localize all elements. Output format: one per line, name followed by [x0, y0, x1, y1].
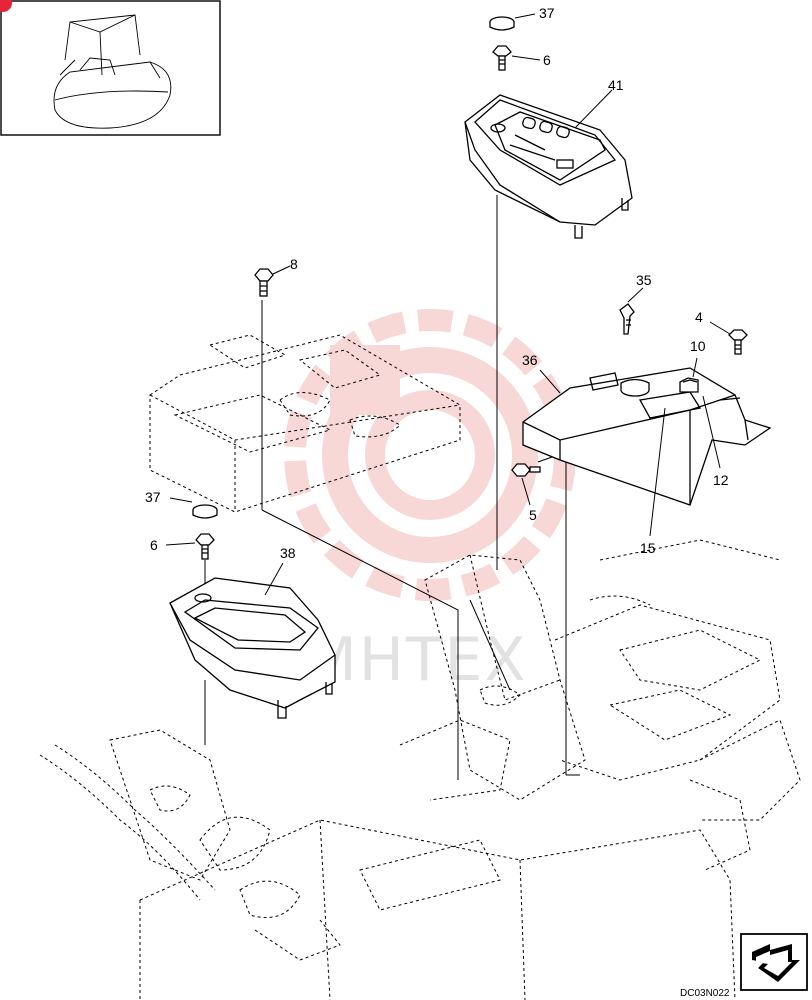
next-page-arrow-icon[interactable] — [740, 933, 808, 991]
callout-8: 8 — [290, 256, 298, 272]
part-38-lower-cover — [169, 577, 336, 719]
part-37-cap-top — [489, 16, 515, 31]
callout-37-top: 37 — [539, 5, 555, 21]
callout-6-top: 6 — [543, 52, 551, 68]
part-6-screw-left — [195, 533, 215, 560]
marker-dot — [0, 0, 12, 12]
callout-5: 5 — [529, 507, 537, 523]
callout-15: 15 — [640, 540, 656, 556]
callout-12: 12 — [713, 472, 729, 488]
part-36-side-panel — [522, 367, 772, 506]
callout-labels: 37 6 41 8 35 4 10 36 12 5 15 37 6 38 — [145, 5, 729, 561]
callout-36: 36 — [522, 352, 538, 368]
watermark-text: МНТЕХ — [305, 625, 528, 695]
part-5-screw — [511, 463, 541, 477]
assembly-lines — [204, 195, 580, 780]
callout-38: 38 — [280, 545, 296, 561]
callout-37-left: 37 — [145, 489, 161, 505]
part-4-screw — [728, 329, 748, 355]
callout-10: 10 — [690, 338, 706, 354]
excavator-thumbnail — [0, 0, 221, 136]
callout-41: 41 — [608, 77, 624, 93]
part-37-cap-left — [192, 504, 218, 519]
callout-leaders — [165, 13, 731, 596]
callout-6-left: 6 — [150, 537, 158, 553]
part-41-upper-cover — [464, 94, 633, 239]
part-8-bolt — [254, 268, 274, 297]
frame-chassis-dashed — [39, 334, 801, 1000]
callout-35: 35 — [636, 272, 652, 288]
part-6-screw-top — [492, 45, 512, 71]
drawing-code: DC03N022 — [680, 988, 730, 999]
part-35-key — [619, 303, 635, 335]
callout-4: 4 — [695, 309, 703, 325]
